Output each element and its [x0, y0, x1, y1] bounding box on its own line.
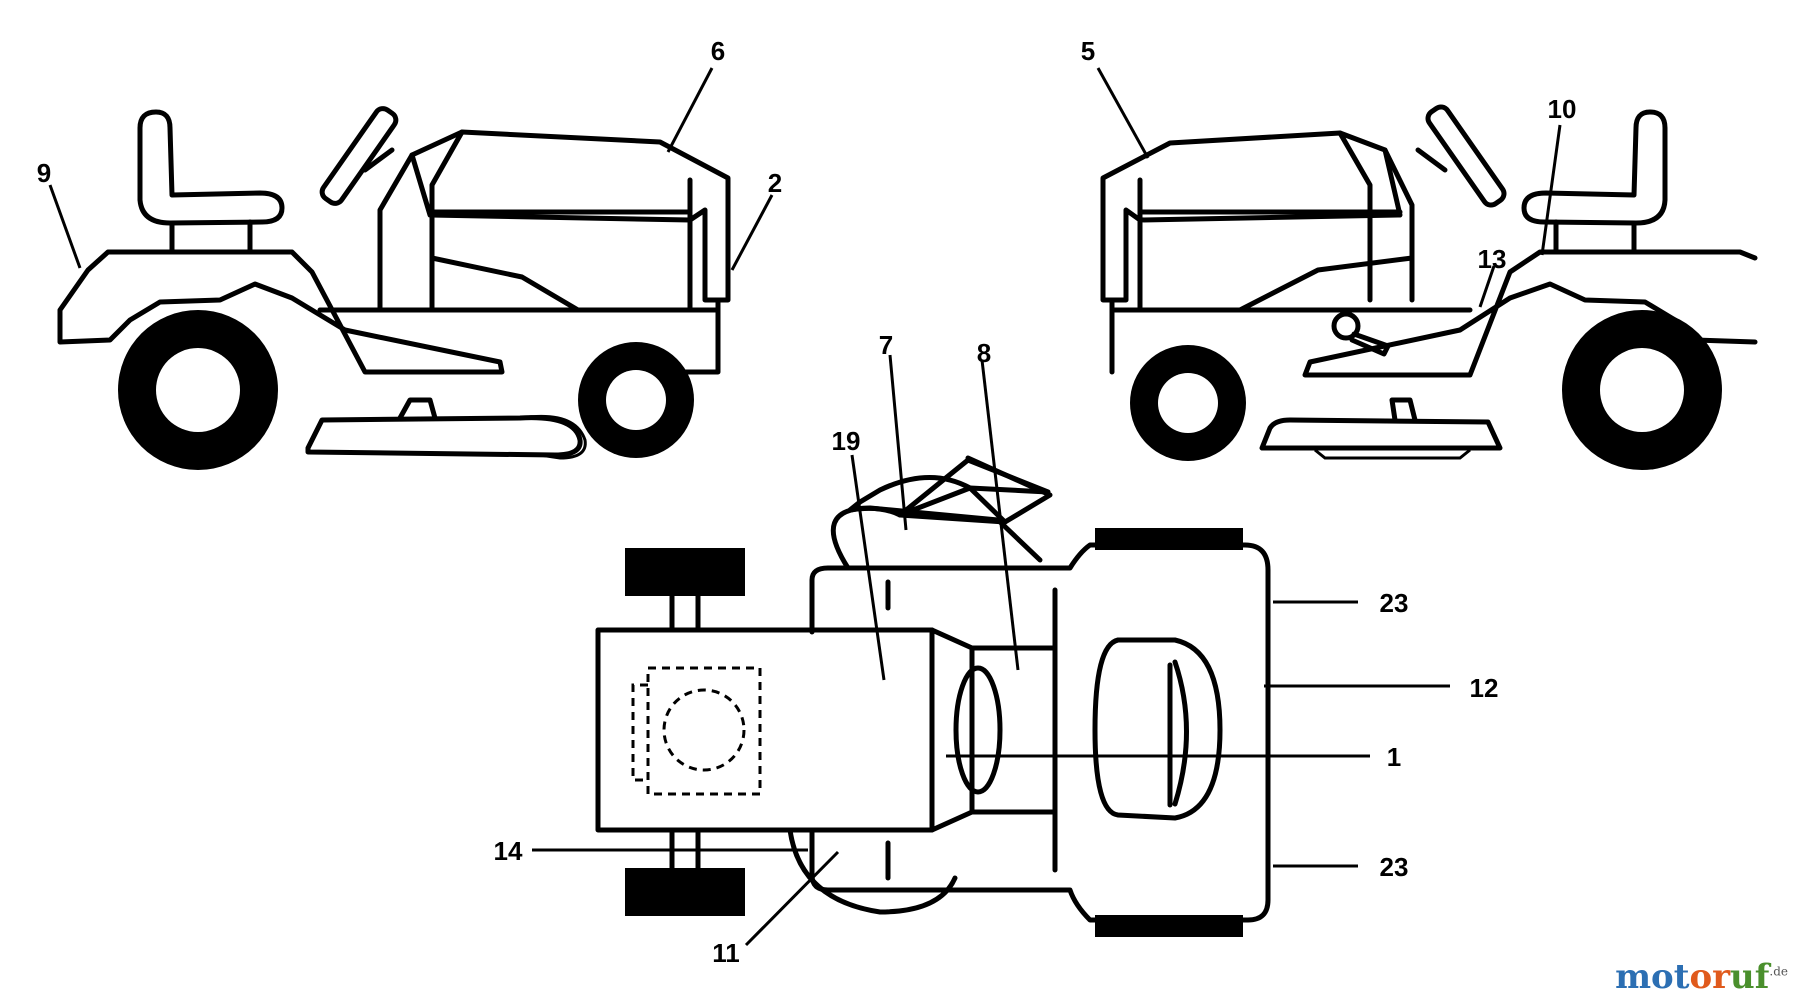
- rear-wheel-right: [1562, 310, 1722, 470]
- watermark-logo: motoruf.de: [1615, 957, 1788, 997]
- callout-7: 7: [879, 330, 893, 360]
- callout-10: 10: [1548, 94, 1577, 124]
- callout-6: 6: [711, 36, 725, 66]
- rear-wheel-left: [118, 310, 278, 470]
- callout-labels: 6 2 9 5 10 13 7 8 19 23 12 1 23 14 11: [37, 36, 1577, 968]
- tractor-top-view: [595, 455, 1271, 937]
- front-wheel-left: [578, 342, 694, 458]
- callout-5: 5: [1081, 36, 1095, 66]
- callout-12: 12: [1470, 673, 1499, 703]
- callout-9: 9: [37, 158, 51, 188]
- callout-1: 1: [1387, 742, 1401, 772]
- callout-23-bottom: 23: [1380, 852, 1409, 882]
- callout-14: 14: [494, 836, 523, 866]
- callout-13: 13: [1478, 244, 1507, 274]
- callout-23-top: 23: [1380, 588, 1409, 618]
- tractor-left-side-view: [57, 106, 731, 470]
- callout-2: 2: [768, 168, 782, 198]
- callout-8: 8: [977, 338, 991, 368]
- callout-19: 19: [832, 426, 861, 456]
- front-wheel-right: [1130, 345, 1246, 461]
- callout-leaders: [48, 67, 1562, 947]
- tractor-right-side-view: [1100, 104, 1758, 470]
- callout-11: 11: [712, 938, 740, 968]
